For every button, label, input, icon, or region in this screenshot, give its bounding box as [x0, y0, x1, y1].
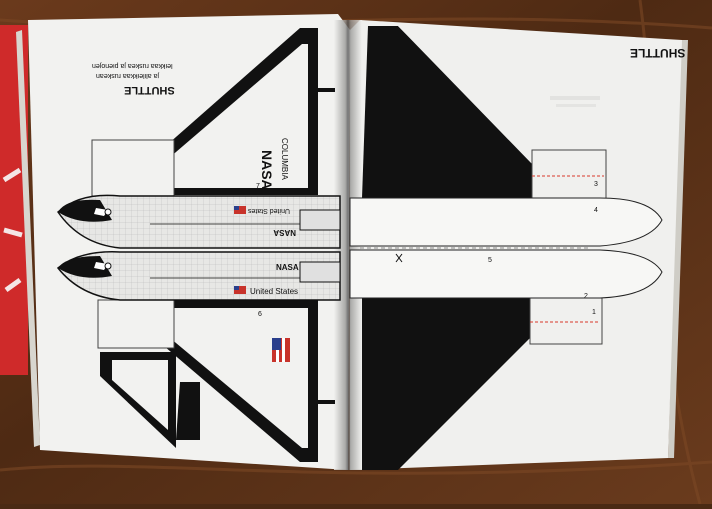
left-page-caption-line2: ja alileikkaa ruskean: [96, 72, 160, 79]
page-stack-edge: [16, 30, 40, 447]
us-flag-icon: [272, 338, 290, 362]
right-upper-wing: [362, 26, 570, 198]
wing-tab-top: [531, 149, 607, 201]
part-number: 7: [256, 183, 260, 190]
orbiter-fuselage: [56, 194, 341, 301]
part-number: 2: [584, 293, 588, 300]
nasa-wing-logo: NASA: [259, 150, 275, 190]
left-page-caption-line1: leikkaa ruskea ja pienojen: [92, 62, 173, 69]
nasa-fuselage-logo-upper: NASA: [273, 228, 296, 237]
right-lower-wing: [362, 298, 570, 470]
part-number: 5: [488, 257, 492, 264]
us-flag-icon: [234, 206, 246, 214]
part-number: 1: [592, 309, 596, 316]
part-number: 4: [594, 207, 598, 214]
tail-tab-bottom: [97, 299, 175, 349]
nasa-fuselage-logo-lower: NASA: [276, 263, 299, 272]
united-states-label-lower: United States: [250, 287, 298, 296]
left-page-title: SHUTTLE: [124, 84, 175, 96]
columbia-wing-label: COLUMBIA: [280, 138, 289, 180]
tail-tab-top: [91, 139, 175, 197]
part-number: 6: [258, 311, 262, 318]
body-piece: [349, 197, 663, 247]
us-flag-icon: [234, 286, 246, 294]
united-states-label-upper: United States: [247, 207, 290, 214]
wing-tab-bottom: [529, 297, 603, 345]
part-number: 3: [594, 181, 598, 188]
right-page-title: SHUTTLE: [630, 46, 686, 60]
